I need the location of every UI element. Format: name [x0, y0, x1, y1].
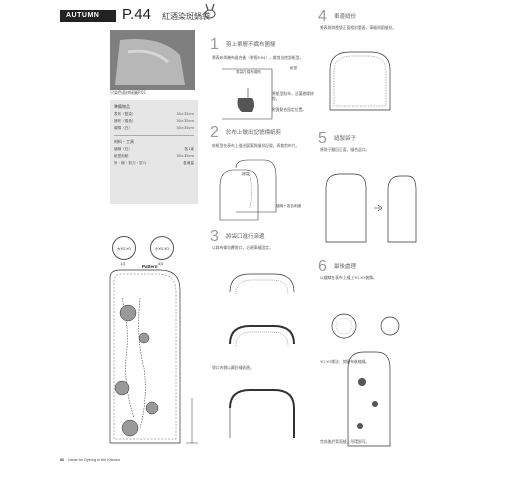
step-3-title: 將袋口進行滾邊	[226, 234, 265, 240]
materials-box: 準備物品 表布（藍染）30×35cm 裡布（素色）30×35cm 襯棉（白）30…	[110, 100, 198, 204]
photo-caption: 只染色面拼接圖P.01	[110, 90, 147, 95]
tools-section-title: 材料・工具	[114, 139, 134, 144]
step-6-note-3: 完成後於背面縫上吊環即可。	[320, 439, 370, 444]
yoyo-large-circle: 大YO-YO	[112, 236, 136, 260]
materials-section-title: 準備物品	[114, 104, 130, 109]
yoyo-small-count: 4片	[158, 262, 164, 266]
tool-row: 針・線・剪刀・熨斗各適量	[114, 161, 194, 165]
step-3-note: 以斜布條包覆袋口，沿邊車縫固定。	[212, 245, 273, 250]
product-photo	[110, 30, 195, 90]
step-5-note: 將袋子翻回正面，縫合返口。	[320, 147, 370, 152]
page-title: 紅酒染斑鍋袋	[162, 12, 210, 21]
step-3-diagram	[229, 273, 295, 438]
step-1-title: 剪上單層不織布圖樣	[226, 42, 276, 48]
page-number: P.44	[122, 6, 151, 23]
step-1-diagram	[222, 68, 273, 120]
divider	[114, 135, 194, 136]
step-1-note-2: 將紙型貼布，沿著邊緣修剪。	[272, 91, 314, 101]
step-1-label-1: 表袋打褶布襯布	[236, 70, 262, 74]
page-header: AUTUMN P.44 紅酒染斑鍋袋	[60, 4, 250, 32]
step-3-note-2: 袋口內側以藏針縫收邊。	[212, 365, 254, 370]
step-6-title: 最後處理	[334, 264, 357, 270]
yoyo-large-count: 1片	[120, 262, 126, 266]
step-1-label-2: 紙型	[290, 66, 298, 70]
tool-row: 繡線（紅）各1束	[114, 147, 194, 151]
material-row: 裡布（素色）30×35cm	[114, 119, 194, 123]
step-1-number: 1	[210, 36, 219, 53]
step-5-number: 5	[318, 130, 327, 147]
step-4-number: 4	[318, 8, 327, 25]
yoyo-small-circle: 小YO-YO	[150, 236, 174, 260]
page-footer: 80 Ideas for Dyeing in the Kitchen	[60, 458, 120, 462]
step-5-diagram	[325, 173, 417, 243]
step-1-note: 將表布與襯布疊合後（參照P.84），裁剪出底部紙型。	[212, 55, 304, 60]
step-6-note-2: YO-YO做法：剪圓布後縮縫。	[320, 359, 370, 364]
step-4-title: 車邊縫份	[334, 14, 357, 20]
pattern-diagram	[109, 269, 198, 444]
season-label: AUTUMN	[60, 10, 116, 22]
footer-page-number: 80	[60, 458, 65, 462]
step-2-title: 於布上做出記號標紙剪	[226, 130, 282, 136]
step-2-label-1: 裡袋	[242, 172, 250, 176]
step-6-note: 以繡線在表布上縫上YO-YO裝飾。	[320, 275, 377, 280]
material-row: 表布（藍染）30×35cm	[114, 112, 194, 116]
step-6-number: 6	[318, 258, 327, 275]
step-2-number: 2	[210, 124, 219, 141]
step-4-diagram	[329, 51, 391, 111]
pattern-label: Pattern	[142, 264, 158, 269]
step-2-note: 依紙型在表布上描出圖案與縫份記號，再裁剪布片。	[212, 143, 300, 148]
step-5-title: 縫製袋子	[334, 136, 357, 142]
step-3-number: 3	[210, 228, 219, 245]
footer-text: Ideas for Dyeing in the Kitchen	[68, 458, 121, 462]
step-6-diagram	[331, 313, 400, 447]
yoyo-legend: 大YO-YO 小YO-YO 1片 4片	[108, 236, 198, 276]
bunny-icon	[204, 4, 216, 19]
step-2-label-2: 繡線＋各色刺繡	[276, 204, 302, 208]
step-4-note: 將表袋與裡袋正面相對重疊，車縫周圍縫份。	[320, 25, 396, 30]
material-row: 襯棉（白）30×35cm	[114, 126, 194, 130]
step-2-diagram	[219, 159, 277, 221]
step-1-note-3: 熨燙黏合固定位置。	[272, 107, 307, 112]
